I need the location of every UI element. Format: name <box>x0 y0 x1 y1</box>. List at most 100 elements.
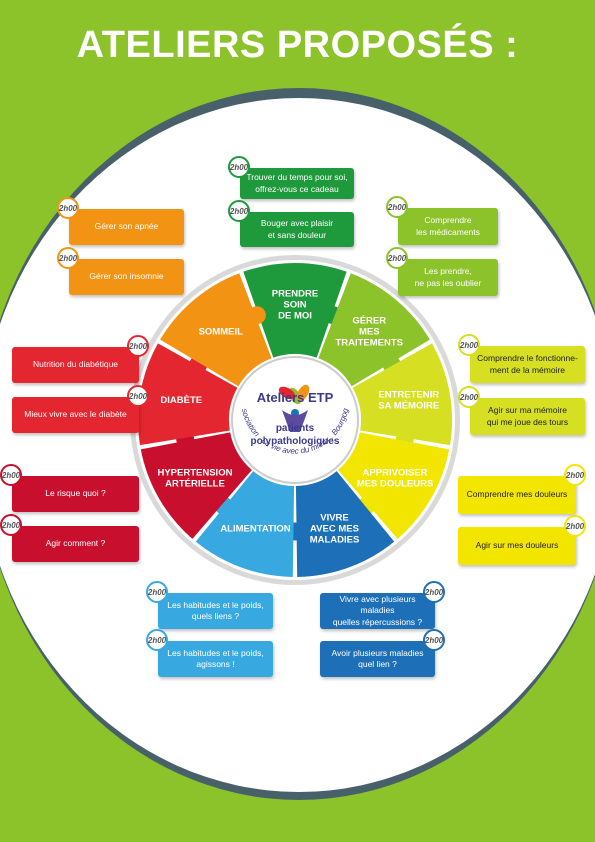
duration-badge: 2h00 <box>228 200 250 222</box>
workshop-text-line: ment de la mémoire <box>489 364 566 375</box>
wheel-segment-gerer-traitements <box>318 273 430 387</box>
segment-label-vivre-maladies: VIVRE <box>320 513 349 524</box>
workshop-text: Nutrition du diabétique <box>33 359 118 370</box>
workshop-text-line: Agir sur ma mémoire <box>488 405 567 416</box>
wheel-segment-alimentation <box>195 471 295 577</box>
workshop-box-diabete-1: Nutrition du diabétique <box>12 347 139 383</box>
segment-label-diabete: DIABÈTE <box>160 395 202 406</box>
segment-label-apprivoiser-douleurs: APPRIVOISER <box>363 467 428 478</box>
segment-label-entretenir-memoire: SA MÉMOIRE <box>378 400 439 411</box>
duration-badge: 2h00 <box>564 515 586 537</box>
workshop-text-line: Agir comment ? <box>45 538 106 549</box>
workshop-text-line: quels liens ? <box>191 611 240 621</box>
workshop-text-line: quel lien ? <box>358 659 397 669</box>
workshop-text-line: quelles répercussions ? <box>332 616 423 627</box>
wheel-segment-apprivoiser-douleurs <box>338 432 450 539</box>
duration-badge: 2h00 <box>0 514 22 536</box>
workshop-text-line: qui me joue des tours <box>486 416 569 427</box>
segment-label-alimentation: ALIMENTATION <box>220 524 290 535</box>
workshop-text-line: les médicaments <box>416 226 480 237</box>
segment-label-hypertension: ARTÉRIELLE <box>165 478 225 489</box>
workshop-text-line: Mieux vivre avec le diabète <box>24 409 127 420</box>
workshop-text: Les habitudes et le poids,agissons ! <box>167 648 263 671</box>
wheel-segment-vivre-maladies <box>295 471 395 577</box>
duration-badge: 2h00 <box>458 334 480 356</box>
segment-label-gerer-traitements: TRAITEMENTS <box>335 338 403 349</box>
workshop-text-line: Trouver du temps pour soi, <box>246 172 348 183</box>
workshop-text-line: Les prendre, <box>424 266 472 277</box>
workshop-text-line: Comprendre <box>424 215 472 226</box>
workshop-text-line: Le risque quoi ? <box>45 488 106 499</box>
workshop-text-line: Vivre avec plusieurs maladies <box>339 593 416 616</box>
duration-badge: 2h00 <box>127 335 149 357</box>
segment-label-vivre-maladies: AVEC MES <box>310 524 359 535</box>
segment-label-entretenir-memoire: ENTRETENIR <box>378 389 439 400</box>
workshop-box-douleurs-2: Agir sur mes douleurs <box>458 527 576 565</box>
duration-badge: 2h00 <box>564 464 586 486</box>
segment-label-gerer-traitements: GÉRER <box>352 316 386 327</box>
workshop-box-gerer-traitements-2: Les prendre,ne pas les oublier <box>398 259 498 296</box>
workshop-text-line: Comprendre le fonctionne- <box>477 353 578 364</box>
duration-badge: 2h00 <box>386 247 408 269</box>
duration-badge: 2h00 <box>423 581 445 603</box>
workshop-text-line: agissons ! <box>196 659 235 669</box>
workshop-box-alimentation-2: Les habitudes et le poids,agissons ! <box>158 641 273 677</box>
segment-label-prendre-soin: SOIN <box>283 300 306 311</box>
workshop-box-hypertension-2: Agir comment ? <box>12 526 139 562</box>
duration-badge: 2h00 <box>127 385 149 407</box>
duration-badge: 2h00 <box>0 464 22 486</box>
workshop-text-line: ne pas les oublier <box>414 277 482 288</box>
wheel-segment-prendre-soin <box>243 263 347 358</box>
segment-label-hypertension: HYPERTENSION <box>157 467 232 478</box>
segment-label-sommeil: SOMMEIL <box>199 327 244 338</box>
workshop-text-line: Gérer son insomnie <box>89 271 164 282</box>
center-subtitle-line2: polypathologiques <box>251 436 340 447</box>
workshop-box-prendre-soin-1: Trouver du temps pour soi,offrez-vous ce… <box>240 168 354 199</box>
duration-badge: 2h00 <box>57 197 79 219</box>
workshop-text-line: Les habitudes et le poids, <box>167 599 264 610</box>
duration-badge: 2h00 <box>386 196 408 218</box>
workshop-text-line: Gérer son apnée <box>94 221 159 232</box>
segment-label-vivre-maladies: MALADIES <box>310 535 360 546</box>
duration-badge: 2h00 <box>228 156 250 178</box>
segment-label-prendre-soin: DE MOI <box>278 311 312 322</box>
workshop-text-line: et sans douleur <box>267 229 327 240</box>
workshop-text: Comprendre mes douleurs <box>467 489 568 500</box>
workshop-box-douleurs-1: Comprendre mes douleurs <box>458 476 576 514</box>
workshop-text: Agir sur mes douleurs <box>476 540 559 551</box>
puzzle-knob-sommeil <box>247 306 266 325</box>
workshop-text-line: Nutrition du diabétique <box>32 359 119 370</box>
workshop-text: Mieux vivre avec le diabète <box>24 409 127 420</box>
workshop-text: Les prendre,ne pas les oublier <box>415 266 482 289</box>
center-subtitle-line1: patients <box>276 423 315 434</box>
workshop-box-hypertension-1: Le risque quoi ? <box>12 476 139 512</box>
workshop-box-sommeil-1: Gérer son apnée <box>69 209 184 245</box>
workshop-text-line: Comprendre mes douleurs <box>466 489 568 500</box>
wheel-segment-diabete <box>138 343 238 446</box>
workshop-box-diabete-2: Mieux vivre avec le diabète <box>12 397 139 433</box>
workshop-text-line: Agir sur mes douleurs <box>475 540 559 551</box>
workshop-text: Agir comment ? <box>46 538 106 549</box>
workshop-text: Gérer son apnée <box>95 221 159 232</box>
workshop-text-line: Bouger avec plaisir <box>260 218 334 229</box>
segment-label-gerer-traitements: MES <box>359 327 380 338</box>
duration-badge: 2h00 <box>458 386 480 408</box>
workshop-text: Les habitudes et le poids,quels liens ? <box>167 600 263 623</box>
duration-badge: 2h00 <box>146 581 168 603</box>
logo-figure-icon <box>278 384 310 432</box>
workshop-text-line: Avoir plusieurs maladies <box>331 647 424 658</box>
wheel-segment-sommeil <box>160 273 272 387</box>
segment-label-apprivoiser-douleurs: MES DOULEURS <box>357 478 434 489</box>
center-title: Ateliers ETP <box>257 390 334 405</box>
duration-badge: 2h00 <box>146 629 168 651</box>
wheel-segment-hypertension <box>140 432 252 539</box>
workshop-text: Comprendre le fonctionne-ment de la mémo… <box>477 353 578 376</box>
